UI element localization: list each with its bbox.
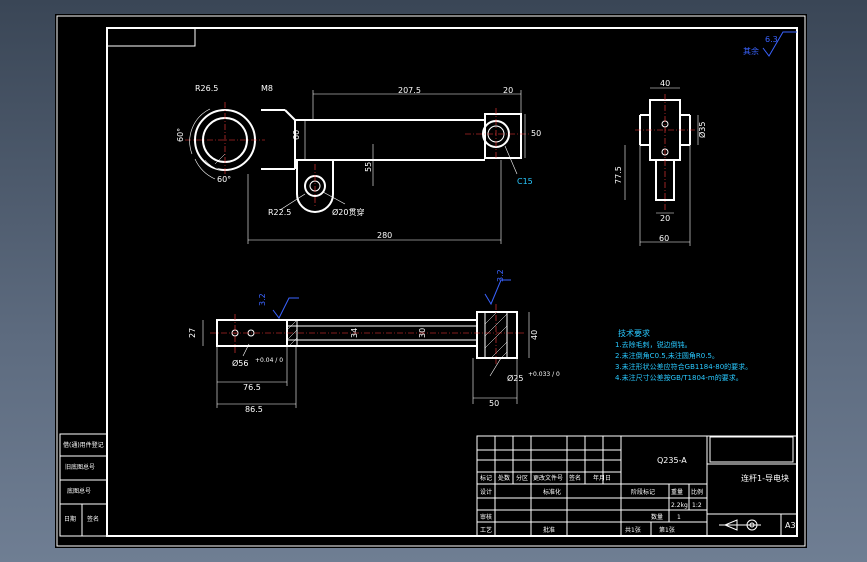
tb-ratio-label: 比例 (691, 488, 703, 496)
dim-top-tol25: +0.033 / 0 (528, 371, 560, 378)
drawing-sheet: 借(通)用件登记 旧底图总号 底图总号 日期 签名 其余 6.3 (55, 14, 807, 548)
note-1: 1.去除毛刺，锐边倒钝。 (615, 340, 692, 349)
note-3: 3.未注形状公差应符合GB1184-80的要求。 (615, 362, 752, 371)
tb-quantity-value: 1 (677, 514, 681, 521)
dim-r26-5: R26.5 (195, 84, 218, 93)
dim-c15: C15 (517, 177, 533, 186)
tb-sheet-of: 共1张 (625, 526, 641, 534)
dim-side-77-5: 77.5 (614, 166, 623, 184)
strip-label-4: 日期 (64, 515, 76, 523)
dim-top-tol56: +0.04 / 0 (255, 357, 283, 364)
front-view: R26.5 M8 207.5 20 60 50 55 60° 60° C15 R… (176, 84, 541, 244)
inner-border (106, 27, 798, 537)
dim-50: 50 (531, 129, 541, 138)
side-view: 40 Ø35 77.5 20 60 (614, 79, 707, 246)
dim-side-d35: Ø35 (697, 122, 707, 138)
notes-heading: 技术要求 (618, 328, 650, 338)
dim-207-5: 207.5 (398, 86, 421, 95)
dim-20: 20 (503, 86, 513, 95)
cad-drawing: 借(通)用件登记 旧底图总号 底图总号 日期 签名 其余 6.3 (56, 15, 806, 547)
dim-60: 60 (292, 130, 301, 140)
title-block: Q235-A 连杆1-导电块 A3 标记 处数 分区 更改文件号 签名 年月日 … (476, 435, 798, 537)
corner-box (106, 27, 196, 47)
tb-design: 设计 (480, 488, 492, 496)
dim-top-hole56: Ø56 (232, 358, 248, 368)
projection-symbol-icon (719, 519, 761, 531)
tb-weight-value: 2.2kg (671, 502, 688, 509)
dim-280: 280 (377, 231, 392, 240)
dim-top-40: 40 (530, 330, 539, 340)
strip-label-2: 旧底图总号 (65, 463, 95, 471)
strip-label-3: 底图总号 (67, 487, 91, 495)
dim-top-hole25: Ø25 (507, 373, 523, 383)
roughness-label: 其余 (743, 46, 759, 56)
roughness-value: 6.3 (765, 35, 778, 44)
tb-process: 工艺 (480, 526, 492, 534)
dim-top-50: 50 (489, 399, 499, 408)
tb-count: 处数 (498, 474, 510, 482)
dim-top-34: 34 (350, 328, 359, 338)
tb-mark: 标记 (480, 474, 492, 482)
outer-border (56, 15, 806, 547)
tb-sign: 签名 (569, 474, 581, 482)
tb-zone: 分区 (516, 474, 528, 482)
dim-top-27: 27 (188, 328, 197, 338)
dim-r22-5: R22.5 (268, 208, 291, 217)
tb-weight-label: 重量 (671, 488, 683, 496)
dim-side-40: 40 (660, 79, 670, 88)
dim-side-20: 20 (660, 214, 670, 223)
tb-sheet-size: A3 (785, 521, 796, 530)
tb-part-name: 连杆1-导电块 (741, 473, 789, 483)
dim-side-60: 60 (659, 234, 669, 243)
strip-label-5: 签名 (87, 515, 99, 523)
dim-angle-60-a: 60° (176, 128, 185, 142)
roughness-top-b: 3.2 (496, 269, 505, 282)
top-view: 3.2 3.2 27 34 30 40 Ø56 +0.04 / 0 Ø25 +0… (188, 269, 560, 414)
left-strip: 借(通)用件登记 旧底图总号 底图总号 日期 签名 (59, 433, 108, 537)
tb-change-doc: 更改文件号 (533, 474, 563, 482)
tb-check: 审核 (480, 513, 492, 521)
technical-notes: 技术要求 1.去除毛刺，锐边倒钝。 2.未注倒角C0.5,未注圆角R0.5。 3… (615, 328, 752, 382)
tb-sheet-no: 第1张 (659, 526, 675, 534)
roughness-top-a: 3.2 (258, 293, 267, 306)
dim-hole-20: Ø20贯穿 (332, 207, 364, 217)
tb-date: 年月日 (593, 474, 611, 482)
dim-55: 55 (364, 162, 373, 172)
roughness-symbol: 其余 6.3 (743, 31, 797, 57)
dim-top-86-5: 86.5 (245, 405, 263, 414)
note-2: 2.未注倒角C0.5,未注圆角R0.5。 (615, 351, 719, 360)
tb-quantity-label: 数量 (651, 513, 663, 521)
dim-top-76-5: 76.5 (243, 383, 261, 392)
tb-stage-mark: 阶段标记 (631, 488, 655, 496)
note-4: 4.未注尺寸公差按GB/T1804-m的要求。 (615, 373, 743, 382)
tb-approve: 批准 (543, 526, 555, 534)
dim-top-30: 30 (418, 328, 427, 338)
dim-m8: M8 (261, 84, 273, 93)
dim-angle-60-b: 60° (217, 175, 231, 184)
tb-standardize: 标准化 (543, 488, 561, 496)
tb-material: Q235-A (657, 456, 687, 465)
strip-label-1: 借(通)用件登记 (63, 441, 104, 449)
tb-scale: 1:2 (692, 502, 702, 509)
